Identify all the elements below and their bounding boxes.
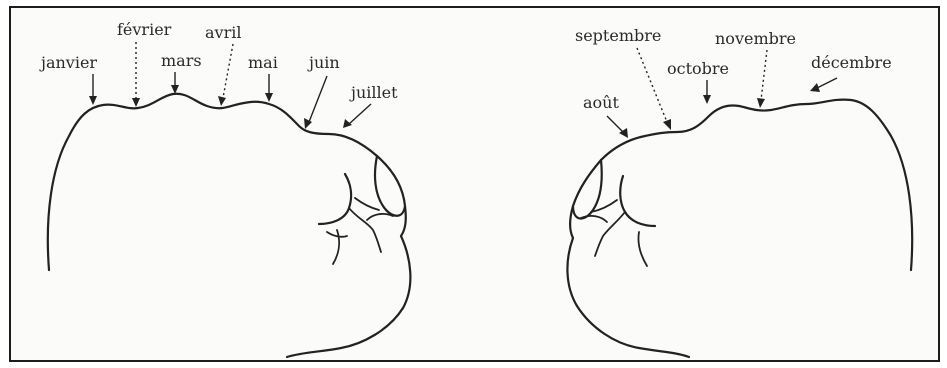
arrowhead-fevrier: [132, 98, 140, 107]
right-fist-crease-4: [581, 216, 607, 222]
right-fist-crease-3: [638, 232, 647, 266]
label-mars: mars: [161, 51, 202, 70]
arrow-septembre: [637, 48, 667, 122]
arrowhead-juillet: [343, 119, 352, 128]
diagram-frame: janvier février mars avril mai juin juil…: [9, 6, 940, 362]
arrowhead-septembre: [663, 119, 671, 130]
right-fist-outline: [567, 100, 912, 357]
arrowhead-novembre: [757, 98, 765, 108]
arrow-decembre: [817, 78, 837, 88]
arrowhead-mars: [171, 85, 179, 94]
right-fist-crease-1: [595, 212, 625, 256]
arrowhead-octobre: [703, 95, 711, 104]
knuckle-month-diagram: janvier février mars avril mai juin juil…: [11, 8, 938, 360]
label-mai: mai: [248, 53, 278, 72]
arrow-juillet: [349, 104, 371, 124]
arrowhead-decembre: [810, 83, 820, 92]
label-avril: avril: [205, 23, 241, 42]
label-decembre: décembre: [811, 53, 892, 72]
label-novembre: novembre: [715, 29, 796, 48]
arrow-aout: [607, 116, 623, 132]
arrow-juin: [309, 76, 327, 122]
arrow-avril: [223, 44, 233, 98]
label-janvier: janvier: [39, 53, 97, 72]
arrowhead-mai: [265, 93, 273, 102]
arrowhead-juin: [304, 118, 312, 129]
arrow-novembre: [761, 50, 767, 100]
left-fist: [48, 94, 411, 357]
label-juillet: juillet: [349, 83, 398, 102]
left-fist-outline: [48, 94, 411, 357]
right-fist: [567, 100, 912, 357]
label-aout: août: [583, 93, 619, 112]
arrowhead-avril: [218, 96, 226, 106]
arrowhead-janvier: [89, 96, 97, 105]
left-fist-crease-2: [355, 198, 379, 210]
label-septembre: septembre: [575, 26, 661, 45]
label-juin: juin: [307, 53, 340, 72]
label-octobre: octobre: [667, 59, 729, 78]
left-fist-crease-4: [367, 214, 393, 220]
month-labels: janvier février mars avril mai juin juil…: [39, 20, 892, 112]
label-fevrier: février: [117, 20, 172, 39]
left-fist-finger-curl: [319, 156, 405, 224]
